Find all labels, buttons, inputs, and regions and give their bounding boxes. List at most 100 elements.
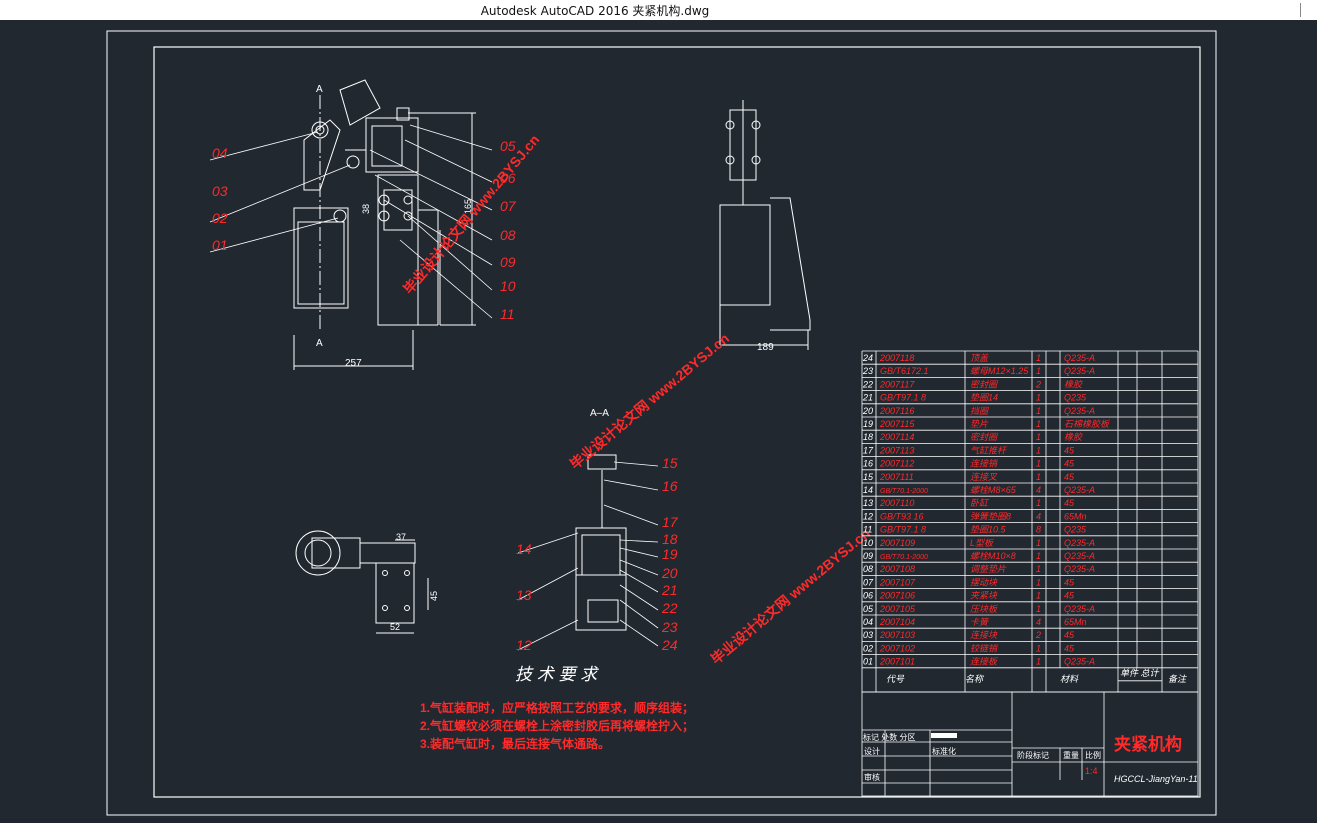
title-block-labels: 标记 处数 分区 设计 标准化 审核 阶段标记 重量 比例	[863, 732, 1101, 782]
balloon-24: 24	[661, 637, 678, 653]
bom-cell-qty: 2	[1035, 379, 1041, 389]
bom-cell-qty: 4	[1036, 617, 1041, 627]
window-title: Autodesk AutoCAD 2016 夹紧机构.dwg	[480, 4, 710, 18]
bom-cell-name: 密封圈	[970, 379, 999, 389]
bom-cell-qty: 1	[1036, 643, 1041, 653]
tech-note-3: 3.装配气缸时，最后连接气体通路。	[420, 736, 610, 751]
bom-cell-no: 15	[863, 472, 874, 482]
bom-cell-mat: 45	[1064, 577, 1075, 587]
bom-cell-mat: Q235-A	[1064, 366, 1095, 376]
bom-cell-name: 螺栓M8×65	[970, 485, 1017, 495]
bom-cell-name: 连接块	[970, 630, 998, 640]
leader-lines	[209, 124, 493, 319]
bom-cell-no: 04	[863, 617, 873, 627]
side-view[interactable]	[719, 100, 811, 350]
bom-cell-qty: 1	[1036, 366, 1041, 376]
bom-cell-no: 21	[862, 393, 873, 403]
tb-mark-row: 标记 处数 分区	[863, 732, 915, 742]
balloon-12: 12	[516, 637, 532, 653]
bom-cell-code: 2007116	[879, 406, 914, 416]
bom-cell-qty: 8	[1036, 525, 1041, 535]
section-title: A–A	[590, 408, 609, 419]
drawing-canvas[interactable]: A A 257 38 165 189	[0, 20, 1317, 818]
bom-cell-qty: 4	[1036, 511, 1041, 521]
bom-cell-code: 2007104	[879, 617, 915, 627]
bom-cell-qty: 1	[1036, 577, 1041, 587]
bom-header-weight: 单件 总计	[1120, 668, 1160, 678]
balloon-03: 03	[212, 183, 228, 199]
bom-cell-mat: 45	[1064, 445, 1075, 455]
bom-cell-mat: 65Mn	[1064, 511, 1087, 521]
bom-cell-name: 调整垫片	[970, 564, 1007, 574]
bom-header-material: 材料	[1060, 674, 1079, 684]
bom-cell-qty: 1	[1036, 551, 1041, 561]
tech-title: 技 术 要 求	[515, 665, 599, 684]
outer-border	[106, 30, 1217, 816]
bom-cell-no: 06	[863, 591, 873, 601]
balloon-05: 05	[500, 138, 516, 154]
bom-header-remark: 备注	[1168, 674, 1187, 684]
drawing-svg[interactable]: A A 257 38 165 189	[0, 20, 1317, 818]
bom-cell-name: 螺母M12×1.25	[970, 366, 1029, 376]
bom-cell-mat: 65Mn	[1064, 617, 1087, 627]
bom-cell-mat: Q235-A	[1064, 564, 1095, 574]
bom-cell-no: 10	[863, 538, 873, 548]
bom-cell-mat: Q235-A	[1064, 551, 1095, 561]
bom-cell-name: 螺栓M10×8	[970, 551, 1016, 561]
bom-cell-qty: 1	[1036, 406, 1041, 416]
bom-cell-name: 铰链销	[970, 643, 999, 653]
bom-cell-no: 11	[863, 525, 872, 535]
bom-cell-no: 09	[863, 551, 873, 561]
bom-cell-name: 压块板	[970, 604, 999, 614]
bom-cell-mat: Q235-A	[1064, 538, 1095, 548]
bom-cell-name: 垫圈14	[970, 393, 998, 403]
balloon-06: 06	[500, 170, 516, 186]
balloon-13: 13	[516, 587, 532, 603]
bom-cell-code: GB/T97.1 8	[880, 525, 926, 535]
bom-cell-name: 连接销	[970, 459, 999, 469]
dim-189: 189	[757, 342, 774, 353]
bom-cell-code: 2007106	[879, 591, 915, 601]
bom-cell-code: 2007110	[879, 498, 914, 508]
bom-cell-no: 05	[863, 604, 874, 614]
bom-cell-qty: 2	[1035, 630, 1041, 640]
bom-cell-name: 密封圈	[970, 432, 999, 442]
bom-cell-mat: Q235-A	[1064, 485, 1095, 495]
section-aa-view[interactable]	[575, 454, 627, 631]
balloon-04: 04	[212, 145, 228, 161]
balloon-17: 17	[662, 514, 679, 530]
balloon-15: 15	[662, 455, 678, 471]
top-view[interactable]	[295, 530, 429, 634]
bom-cell-code: 2007118	[879, 353, 914, 363]
tech-note-2: 2.气缸螺纹必须在螺栓上涂密封胶后再将螺栓拧入；	[420, 718, 694, 733]
dim-257: 257	[345, 358, 362, 369]
bom-header-code: 代号	[886, 674, 905, 684]
bom-cell-name: 夹紧块	[970, 591, 998, 601]
dim-165: 165	[463, 199, 473, 214]
bom-cell-no: 19	[863, 419, 873, 429]
section-leaders	[517, 461, 659, 651]
bom-cell-no: 20	[862, 406, 873, 416]
tb-title: 夹紧机构	[1114, 734, 1182, 754]
bom-cell-code: GB/T6172.1	[880, 366, 929, 376]
balloon-21: 21	[661, 582, 678, 598]
window-titlebar: Autodesk AutoCAD 2016 夹紧机构.dwg	[0, 0, 1317, 20]
bom-cell-qty: 1	[1036, 657, 1041, 667]
front-view[interactable]	[293, 79, 476, 370]
bom-cell-code: GB/T70.1-2000	[880, 554, 928, 561]
bom-cell-name: 连接叉	[970, 472, 998, 482]
tb-drawing-no: HGCCL-JiangYan-11	[1114, 774, 1198, 784]
bom-cell-mat: 45	[1064, 591, 1075, 601]
bom-cell-qty: 1	[1036, 459, 1041, 469]
bom-cell-qty: 1	[1036, 538, 1041, 548]
bom-cell-mat: 45	[1064, 472, 1075, 482]
balloon-19: 19	[662, 546, 678, 562]
bom-cell-code: 2007113	[879, 445, 914, 455]
dim-37: 37	[396, 532, 406, 542]
bom-cell-code: 2007115	[879, 419, 915, 429]
balloon-02: 02	[212, 210, 228, 226]
bom-cell-code: 2007109	[879, 538, 915, 548]
bom-cell-mat: 橡胶	[1064, 432, 1083, 442]
tb-scale: 1:4	[1085, 766, 1098, 776]
bom-cell-code: 2007108	[879, 564, 915, 574]
